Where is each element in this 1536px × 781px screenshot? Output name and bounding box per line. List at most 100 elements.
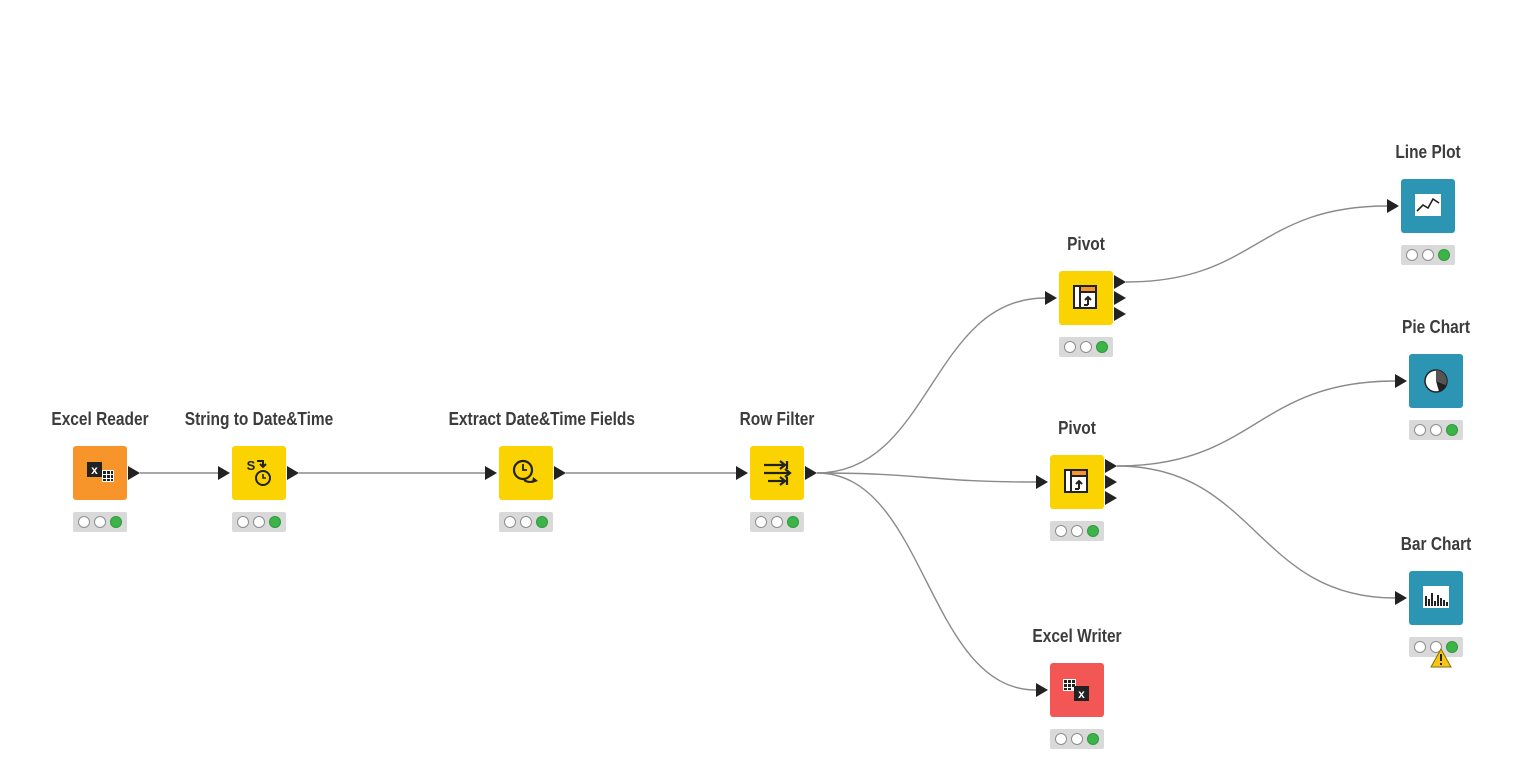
node-label[interactable]: Extract Date&Time Fields [448,409,636,429]
input-port[interactable] [1036,683,1048,697]
bar-chart-icon[interactable] [1409,571,1463,625]
output-port[interactable] [554,466,566,480]
status-traffic-light [73,512,127,532]
status-light-idle [1055,733,1067,745]
status-light-executed [536,516,548,528]
status-light-idle [1064,341,1076,353]
status-light-configured [520,516,532,528]
input-port[interactable] [1036,475,1048,489]
status-light-executed [1087,525,1099,537]
svg-text:x: x [1078,687,1085,701]
node-label[interactable]: Excel Writer [1032,626,1122,646]
pivot-icon[interactable] [1050,455,1104,509]
input-port[interactable] [1395,591,1407,605]
status-light-configured [1071,525,1083,537]
output-port-2[interactable] [1105,475,1117,489]
status-traffic-light [750,512,804,532]
status-light-idle [1406,249,1418,261]
node-line-plot[interactable]: Line Plot [1338,142,1518,265]
status-traffic-light [232,512,286,532]
node-pivot-top[interactable]: Pivot [996,234,1176,357]
status-light-configured [253,516,265,528]
output-port[interactable] [128,466,140,480]
status-traffic-light [1409,637,1463,657]
status-light-idle [504,516,516,528]
node-pivot-middle[interactable]: Pivot [987,418,1167,541]
svg-text:S: S [247,458,256,473]
output-port-1[interactable] [1105,459,1117,473]
line-plot-icon[interactable] [1401,179,1455,233]
status-light-idle [237,516,249,528]
string-to-datetime-icon[interactable]: S [232,446,286,500]
node-label[interactable]: Excel Reader [51,409,149,429]
node-excel-writer[interactable]: Excel Writer x [987,626,1167,749]
status-light-configured [771,516,783,528]
excel-writer-icon[interactable]: x [1050,663,1104,717]
input-port[interactable] [1395,374,1407,388]
status-light-executed [1446,641,1458,653]
excel-reader-icon[interactable]: x [73,446,127,500]
status-light-executed [1446,424,1458,436]
output-port[interactable] [287,466,299,480]
node-bar-chart[interactable]: Bar Chart [1346,534,1526,668]
status-light-configured [1080,341,1092,353]
node-string-to-date-time[interactable]: String to Date&Time S [169,409,349,532]
status-light-idle [1055,525,1067,537]
connection-pivot-2-to-pie-chart[interactable] [1116,380,1396,467]
status-traffic-light [499,512,553,532]
status-light-idle [755,516,767,528]
svg-text:x: x [91,463,98,477]
node-excel-reader[interactable]: Excel Reader x [10,409,190,532]
input-port[interactable] [485,466,497,480]
status-light-configured [1430,424,1442,436]
status-light-executed [269,516,281,528]
connection-row-filter-to-pivot-1[interactable] [816,297,1046,474]
output-port-3[interactable] [1105,491,1117,505]
status-light-executed [110,516,122,528]
input-port[interactable] [1045,291,1057,305]
status-traffic-light [1401,245,1455,265]
status-light-idle [78,516,90,528]
output-port-1[interactable] [1114,275,1126,289]
input-port[interactable] [736,466,748,480]
node-row-filter[interactable]: Row Filter [687,409,867,532]
node-label[interactable]: Pivot [1067,234,1105,254]
clock-extract-icon[interactable] [499,446,553,500]
input-port[interactable] [218,466,230,480]
status-traffic-light [1409,420,1463,440]
status-light-executed [787,516,799,528]
status-light-idle [1414,641,1426,653]
status-light-executed [1438,249,1450,261]
status-traffic-light [1050,521,1104,541]
connection-row-filter-to-pivot-2[interactable] [816,472,1037,483]
status-traffic-light [1059,337,1113,357]
pivot-icon[interactable] [1059,271,1113,325]
warning-icon[interactable] [1430,648,1452,668]
node-label[interactable]: Pie Chart [1402,317,1470,337]
node-extract-date-time-fields[interactable]: Extract Date&Time Fields [436,409,636,532]
status-light-configured [1422,249,1434,261]
node-label[interactable]: Bar Chart [1400,534,1472,554]
node-label[interactable]: Line Plot [1395,142,1461,162]
node-label[interactable]: Row Filter [739,409,815,429]
pie-chart-icon[interactable] [1409,354,1463,408]
row-filter-icon[interactable] [750,446,804,500]
status-light-configured [94,516,106,528]
output-port-3[interactable] [1114,307,1126,321]
status-light-executed [1096,341,1108,353]
output-port[interactable] [805,466,817,480]
status-light-configured [1430,641,1442,653]
status-light-idle [1414,424,1426,436]
connection-pivot-2-to-bar-chart[interactable] [1116,465,1396,599]
connection-pivot-1-to-line-plot[interactable] [1125,205,1388,283]
node-label[interactable]: Pivot [1058,418,1096,438]
input-port[interactable] [1387,199,1399,213]
output-port-2[interactable] [1114,291,1126,305]
node-pie-chart[interactable]: Pie Chart [1346,317,1526,440]
connection-row-filter-to-excel-writer[interactable] [816,472,1037,691]
status-light-executed [1087,733,1099,745]
node-label[interactable]: String to Date&Time [184,409,334,429]
status-traffic-light [1050,729,1104,749]
